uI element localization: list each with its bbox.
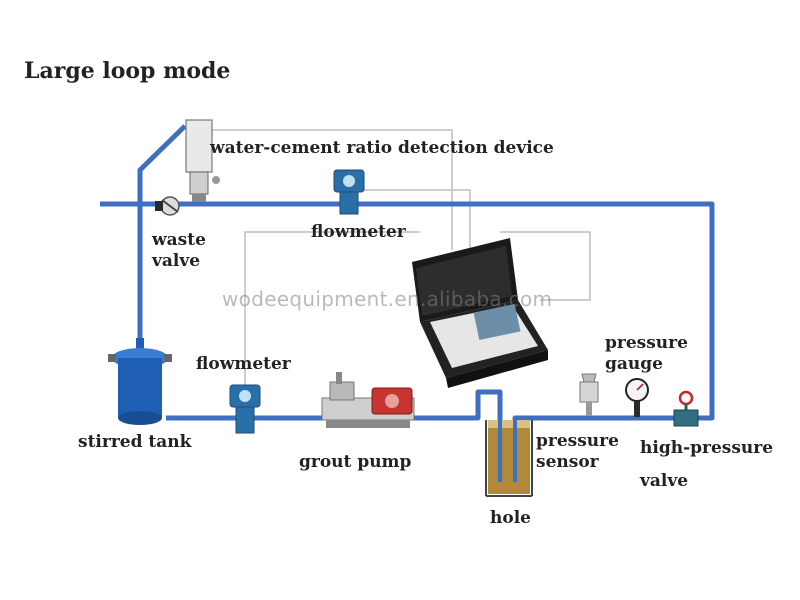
waste-valve-icon xyxy=(155,196,180,216)
pressure-sensor-icon xyxy=(579,373,599,416)
signal-line-flowmeter-top xyxy=(355,189,471,250)
label-pressure-sensor-line1: pressure xyxy=(536,431,619,451)
label-pressure-gauge-line1: pressure xyxy=(605,333,688,353)
controller-case-icon xyxy=(412,238,548,388)
label-high-pressure-valve: high-pressure valve xyxy=(640,438,773,493)
label-grout-pump: grout pump xyxy=(299,452,412,472)
hole-icon xyxy=(485,392,533,497)
label-pressure-sensor: pressure sensor xyxy=(536,431,619,474)
diagonal-pipe xyxy=(137,124,187,206)
label-stirred-tank: stirred tank xyxy=(78,432,192,452)
label-flowmeter-top: flowmeter xyxy=(311,222,406,242)
label-high-pressure-valve-line1: high-pressure xyxy=(640,438,774,458)
signal-line-pressure-sensor xyxy=(500,231,591,301)
high-pressure-valve-icon xyxy=(673,390,699,427)
label-hole: hole xyxy=(490,508,531,528)
label-pressure-gauge-line2: gauge xyxy=(605,354,663,375)
page-title: Large loop mode xyxy=(24,58,231,84)
label-waste-valve-line2: valve xyxy=(152,251,201,272)
pressure-gauge-icon xyxy=(625,378,649,417)
signal-lines xyxy=(212,129,591,385)
wc-ratio-device-icon xyxy=(185,119,220,202)
signal-line-flowmeter-bottom xyxy=(244,231,420,385)
label-waste-valve: waste valve xyxy=(152,230,206,273)
label-wc-ratio-device: water-cement ratio detection device xyxy=(210,138,554,158)
watermark: wodeequipment.en.alibaba.com xyxy=(222,287,553,311)
label-high-pressure-valve-line2: valve xyxy=(640,471,689,492)
label-flowmeter-bottom: flowmeter xyxy=(196,354,291,374)
label-waste-valve-line1: waste xyxy=(152,230,206,250)
label-pressure-sensor-line2: sensor xyxy=(536,452,599,473)
stirred-tank-icon xyxy=(108,338,172,425)
label-pressure-gauge: pressure gauge xyxy=(605,333,688,376)
flowmeter-bottom-icon xyxy=(229,384,261,434)
signal-line-wc-device xyxy=(212,129,453,250)
flowmeter-top-icon xyxy=(333,169,365,215)
grout-pump-icon xyxy=(321,372,415,428)
